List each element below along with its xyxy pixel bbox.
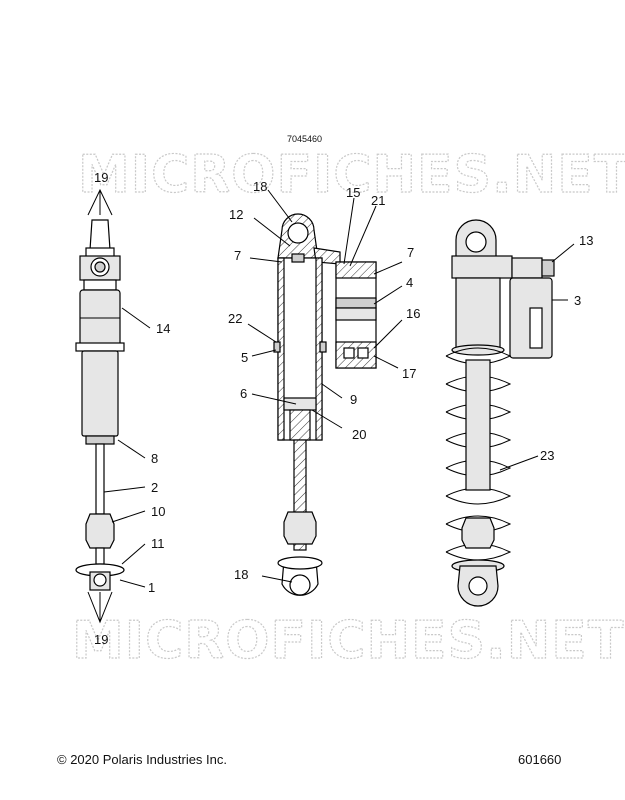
callout-10: 10 [151,504,165,519]
callout-9: 9 [350,392,357,407]
callout-4: 4 [406,275,413,290]
callout-1: 1 [148,580,155,595]
callout-18-top: 18 [253,179,267,194]
callout-19-top: 19 [94,170,108,185]
diagram-id: 7045460 [287,134,322,144]
callout-5: 5 [241,350,248,365]
center-shock-cutaway [273,213,377,596]
copyright-text: © 2020 Polaris Industries Inc. [57,752,227,767]
callout-20: 20 [352,427,366,442]
callout-11: 11 [151,536,165,551]
callout-14: 14 [156,321,170,336]
callout-2: 2 [151,480,158,495]
callout-7-left: 7 [234,248,241,263]
document-number: 601660 [518,752,562,767]
callout-7-right: 7 [407,245,414,260]
callout-15: 15 [346,185,360,200]
callout-labels: 19 14 8 2 10 11 1 19 18 12 7 22 5 6 18 1… [94,170,593,647]
callout-19-bottom: 19 [94,632,108,647]
callout-6: 6 [240,386,247,401]
right-shock [445,219,555,607]
callout-12: 12 [229,207,243,222]
callout-3: 3 [574,293,581,308]
callout-17: 17 [402,366,416,381]
left-shock [75,188,125,624]
callout-22: 22 [228,311,242,326]
callout-13: 13 [579,233,593,248]
callout-16: 16 [406,306,420,321]
callout-18-bottom: 18 [234,567,248,582]
watermark-bottom: MICROFICHES.NET [72,611,624,671]
leader-lines [103,189,575,588]
watermark-top: MICROFICHES.NET [78,145,625,205]
callout-8: 8 [151,451,158,466]
callout-21: 21 [371,193,385,208]
callout-23: 23 [540,448,554,463]
